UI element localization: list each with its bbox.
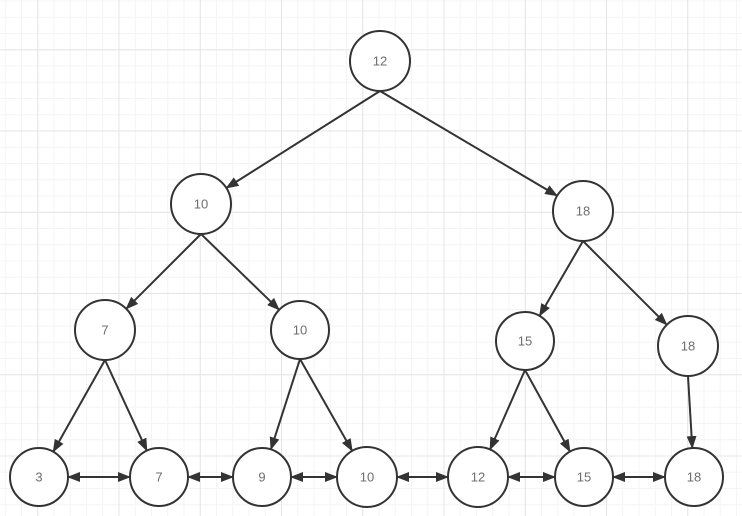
tree-node-l3-10[interactable]: 10	[270, 300, 330, 360]
node-label: 10	[293, 323, 307, 338]
tree-node-root-12[interactable]: 12	[349, 30, 411, 92]
node-label: 10	[360, 470, 374, 485]
tree-node-l2-18[interactable]: 18	[552, 180, 614, 242]
node-circle	[336, 446, 398, 508]
node-label: 12	[471, 470, 485, 485]
node-label: 12	[373, 54, 387, 69]
node-circle	[552, 180, 614, 242]
edge-root-12-l2-10[interactable]	[225, 90, 381, 189]
node-label: 3	[35, 470, 42, 485]
tree-node-leaf-18[interactable]: 18	[664, 447, 724, 507]
node-circle	[349, 30, 411, 92]
tree-node-leaf-7[interactable]: 7	[129, 447, 189, 507]
node-label: 18	[687, 470, 701, 485]
node-circle	[657, 315, 719, 377]
tree-node-leaf-10[interactable]: 10	[336, 446, 398, 508]
node-circle	[270, 300, 330, 360]
edge-l3-10-leaf-9[interactable]	[269, 358, 301, 451]
tree-node-l3-7[interactable]: 7	[74, 299, 136, 361]
tree-node-leaf-15[interactable]: 15	[554, 447, 614, 507]
edge-l3-15-leaf-15[interactable]	[524, 369, 571, 453]
edge-l3-15-leaf-12[interactable]	[489, 369, 526, 451]
node-circle	[554, 447, 614, 507]
node-circle	[232, 447, 292, 507]
node-label: 18	[681, 339, 695, 354]
node-circle	[664, 447, 724, 507]
edge-root-12-l2-18[interactable]	[379, 90, 559, 197]
node-label: 10	[194, 197, 208, 212]
edge-l3-18-leaf-18[interactable]	[686, 375, 697, 450]
node-circle	[129, 447, 189, 507]
edge-l3-7-leaf-7[interactable]	[104, 359, 148, 452]
tree-node-l2-10[interactable]: 10	[170, 173, 232, 235]
edge-l2-18-l3-15[interactable]	[538, 240, 584, 317]
node-label: 15	[518, 334, 532, 349]
node-label: 15	[577, 470, 591, 485]
tree-node-leaf-9[interactable]: 9	[232, 447, 292, 507]
edge-l2-10-l3-10[interactable]	[200, 233, 280, 311]
tree-node-leaf-3[interactable]: 3	[9, 447, 69, 507]
edge-l3-10-leaf-10[interactable]	[299, 358, 354, 452]
node-circle	[170, 173, 232, 235]
node-label: 18	[576, 204, 590, 219]
edge-l2-10-l3-7[interactable]	[125, 233, 202, 310]
node-circle	[495, 311, 555, 371]
tree-node-l3-18[interactable]: 18	[657, 315, 719, 377]
node-label: 7	[155, 470, 162, 485]
node-circle	[74, 299, 136, 361]
node-circle	[447, 446, 509, 508]
edge-l2-18-l3-18[interactable]	[582, 240, 668, 326]
edge-l3-7-leaf-3[interactable]	[52, 359, 106, 453]
node-circle	[9, 447, 69, 507]
node-label: 9	[258, 470, 265, 485]
tree-node-leaf-12[interactable]: 12	[447, 446, 509, 508]
tree-node-l3-15[interactable]: 15	[495, 311, 555, 371]
node-label: 7	[101, 323, 108, 338]
